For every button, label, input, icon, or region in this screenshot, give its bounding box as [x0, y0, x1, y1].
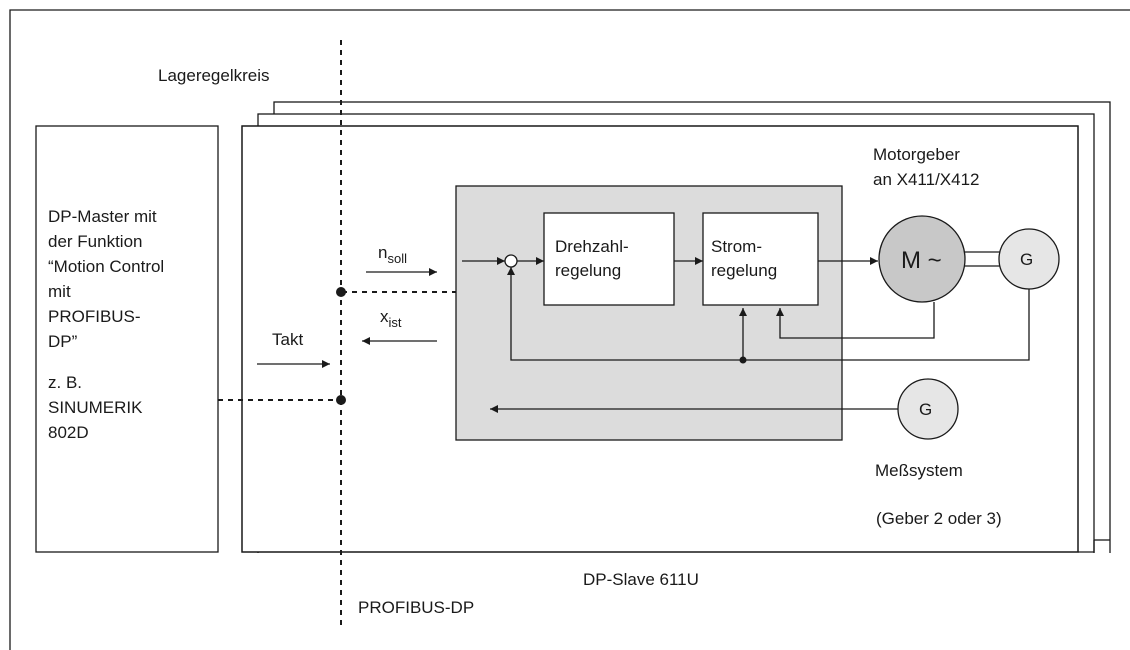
profibus-label: PROFIBUS-DP [358, 598, 474, 617]
stromregelung-box [702, 212, 819, 306]
xist-sub: ist [389, 315, 402, 330]
stromregelung-label: Strom- regelung [711, 237, 777, 280]
motorgeber-line-1: Motorgeber [873, 145, 960, 164]
motorgeber-label: Motorgeber an X411/X412 [873, 145, 980, 189]
motor-symbol [878, 215, 966, 303]
xist-label: xist [380, 307, 402, 330]
slave-frame-front-outline [241, 125, 1079, 553]
drehzahlregelung-box [543, 212, 675, 306]
master-line-10: 802D [48, 423, 89, 442]
xist-main: x [380, 307, 389, 326]
master-line-4: mit [48, 282, 71, 301]
bus-node-lower [336, 395, 346, 405]
master-line-1: DP-Master mit [48, 207, 157, 226]
master-line-3: “Motion Control [48, 257, 164, 276]
takt-label: Takt [272, 330, 303, 349]
motor-geber-label: G [1020, 250, 1033, 269]
master-line-8: z. B. [48, 373, 82, 392]
strom-line-2: regelung [711, 261, 777, 280]
feedback-node [739, 356, 747, 364]
dp-master-box [35, 125, 219, 553]
summing-junction [504, 254, 518, 268]
master-line-5: PROFIBUS- [48, 307, 141, 326]
dp-slave-label: DP-Slave 611U [583, 570, 699, 589]
bus-node-upper [336, 287, 346, 297]
nsoll-sub: soll [387, 251, 407, 266]
nsoll-main: n [378, 243, 387, 262]
drehzahl-line-1: Drehzahl- [555, 237, 629, 256]
outer-frame [9, 9, 1130, 650]
nsoll-label: nsoll [378, 243, 407, 266]
geber-note-label: (Geber 2 oder 3) [876, 509, 1002, 528]
frame-mask [242, 553, 1130, 650]
messsystem-label: Meßsystem [875, 461, 963, 480]
master-line-2: der Funktion [48, 232, 143, 251]
strom-line-1: Strom- [711, 237, 762, 256]
current-feedback-path [776, 302, 935, 339]
master-line-9: SINUMERIK [48, 398, 143, 417]
drehzahl-line-2: regelung [555, 261, 621, 280]
messsystem-geber-label: G [919, 400, 932, 419]
motorgeber-line-2: an X411/X412 [873, 170, 980, 189]
master-line-6: DP” [48, 332, 78, 351]
drehzahlregelung-label: Drehzahl- regelung [555, 237, 633, 280]
dp-master-text: DP-Master mit der Funktion “Motion Contr… [48, 207, 169, 442]
lageregelkreis-label: Lageregelkreis [158, 66, 270, 85]
motor-label: M ~ [901, 247, 942, 274]
slave-frame-middle-corner [1078, 540, 1095, 553]
speed-feedback-path [507, 267, 1030, 361]
